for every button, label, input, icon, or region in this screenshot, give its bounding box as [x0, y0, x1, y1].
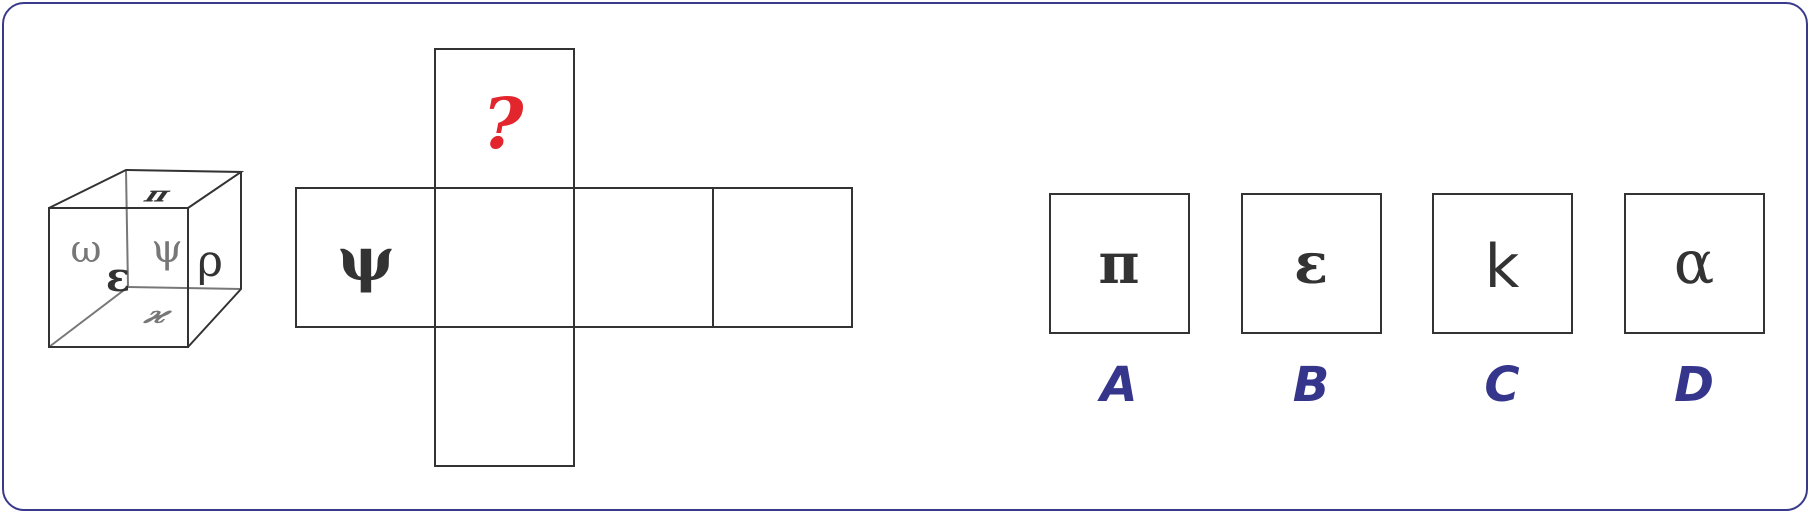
option-b-label[interactable]: B	[1293, 357, 1330, 413]
option-c-box[interactable]	[1432, 193, 1573, 334]
cube-top-face	[48, 168, 245, 209]
cube-hidden-edge	[48, 286, 129, 348]
option-c-label[interactable]: C	[1484, 357, 1519, 413]
cube	[48, 168, 245, 348]
option-a[interactable]: π A	[1049, 193, 1190, 413]
option-a-label[interactable]: A	[1096, 357, 1137, 413]
cube-front-face	[48, 207, 189, 348]
net-top-square	[434, 48, 575, 189]
net-question-mark: ?	[482, 82, 524, 165]
option-d-label[interactable]: D	[1674, 357, 1714, 413]
cube-front-symbol: ω	[71, 227, 102, 271]
cube-hidden-edge	[125, 169, 129, 288]
option-c[interactable]: k C	[1432, 193, 1573, 413]
cube-right-symbol: ρ	[197, 236, 223, 287]
option-d-box[interactable]	[1624, 193, 1765, 334]
cube-bottom-symbol: ϰ	[136, 301, 183, 329]
cube-net	[295, 48, 853, 467]
option-a-box[interactable]	[1049, 193, 1190, 334]
option-b-box[interactable]	[1241, 193, 1382, 334]
net-left-symbol: ψ	[338, 225, 394, 295]
option-b-symbol: ε	[1294, 231, 1328, 297]
cube-left-symbol: ε	[106, 254, 130, 301]
option-b[interactable]: ε B	[1241, 193, 1382, 413]
option-c-symbol: k	[1485, 232, 1520, 302]
cube-top-symbol: π	[138, 182, 178, 207]
net-center-square	[434, 187, 575, 328]
net-bottom-square	[434, 326, 575, 467]
option-d[interactable]: α D	[1624, 193, 1765, 413]
net-right-square	[573, 187, 714, 328]
cube-right-face	[187, 172, 242, 348]
net-left-square	[295, 187, 436, 328]
option-d-symbol: α	[1674, 228, 1715, 298]
cube-back-symbol: ψ	[151, 226, 182, 272]
net-far-right-square	[712, 187, 853, 328]
cube-hidden-edge	[127, 286, 242, 290]
option-a-symbol: π	[1099, 231, 1140, 297]
